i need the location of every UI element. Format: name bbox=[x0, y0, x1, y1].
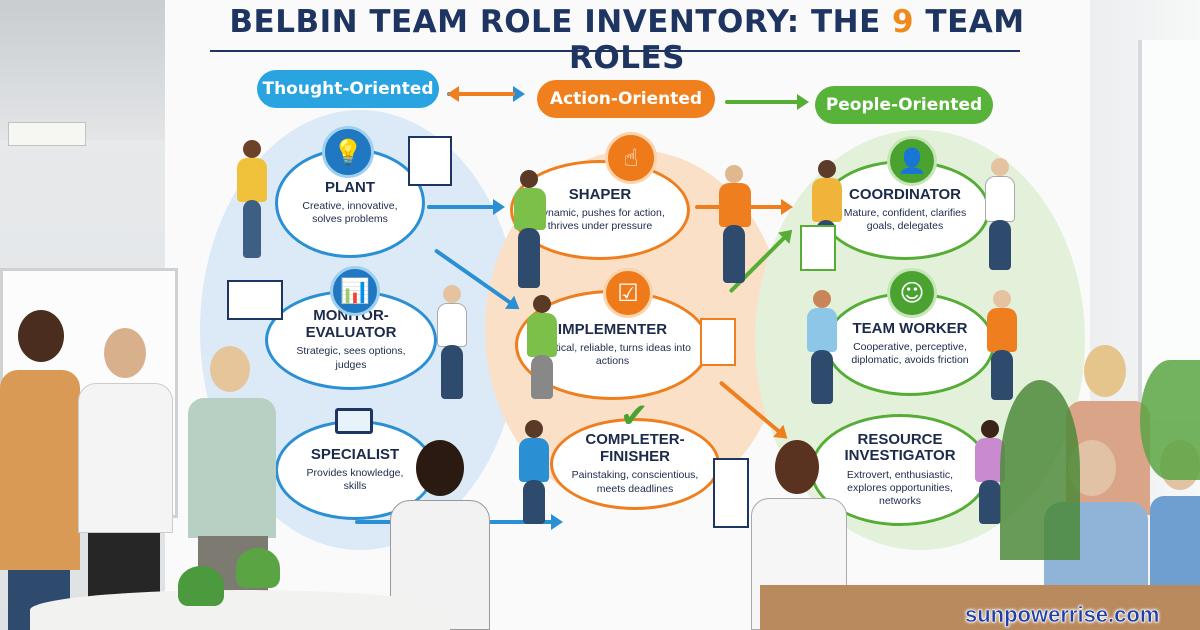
role-specialist-desc: Provides knowledge, skills bbox=[306, 467, 404, 493]
bar-chart-icon: 📊 bbox=[330, 266, 380, 316]
leader-icon: 👤 bbox=[887, 136, 937, 186]
person-pointing-icon: ☝ bbox=[605, 132, 657, 184]
role-teamworker-desc: Cooperative, perceptive, diplomatic, avo… bbox=[851, 341, 969, 367]
site-watermark: sunpowerrise.com bbox=[965, 602, 1160, 628]
round-table bbox=[30, 590, 450, 630]
role-plant-desc: Creative, innovative, solves problems bbox=[302, 200, 398, 226]
role-plant-name: PLANT bbox=[325, 178, 375, 196]
role-completer-desc: Painstaking, conscientious, meets deadli… bbox=[571, 469, 699, 495]
role-completer-name: COMPLETER-FINISHER bbox=[585, 431, 685, 465]
category-people-oriented: People-Oriented bbox=[815, 86, 993, 124]
laptop-icon bbox=[335, 408, 373, 434]
arrow-action-to-people bbox=[725, 94, 809, 110]
role-implementer-name: IMPLEMENTER bbox=[557, 320, 668, 338]
title-underline bbox=[210, 50, 1020, 52]
growth-chart-icon bbox=[227, 280, 283, 320]
role-investigator-desc: Extrovert, enthusiastic, explores opport… bbox=[846, 468, 954, 508]
chart-board-icon bbox=[408, 136, 452, 186]
arrow-plant-to-shaper bbox=[427, 199, 505, 215]
title-text-end: TEAM ROLES bbox=[569, 4, 1025, 76]
role-specialist-name: SPECIALIST bbox=[310, 445, 400, 463]
office-plant bbox=[1000, 380, 1080, 560]
role-coordinator-name: COORDINATOR bbox=[849, 185, 961, 203]
smiling-person-icon: ☺ bbox=[887, 268, 937, 318]
clipboard-icon bbox=[700, 318, 736, 366]
checklist-icon: ☑ bbox=[603, 268, 653, 318]
document-icon bbox=[800, 225, 836, 271]
role-monitor-desc: Strategic, sees options, judges bbox=[296, 345, 406, 371]
arrow-action-to-thought bbox=[455, 92, 515, 96]
role-monitor-name: MONITOR-EVALUATOR bbox=[305, 307, 397, 341]
ceiling bbox=[0, 0, 165, 140]
office-plant-right bbox=[1140, 360, 1200, 480]
category-thought-oriented: Thought-Oriented bbox=[257, 70, 439, 108]
checklist-board-icon bbox=[713, 458, 749, 528]
role-teamworker-name: TEAM WORKER bbox=[852, 319, 968, 337]
belbin-mural: BELBIN TEAM ROLE INVENTORY: THE 9 TEAM R… bbox=[165, 0, 1090, 630]
lightbulb-icon: 💡 bbox=[322, 126, 374, 178]
role-completer-finisher: COMPLETER-FINISHER Painstaking, conscien… bbox=[550, 418, 720, 510]
role-coordinator-desc: Mature, confident, clarifies goals, dele… bbox=[843, 207, 967, 233]
title-text-start: BELBIN TEAM ROLE INVENTORY: THE bbox=[229, 4, 893, 40]
window bbox=[1138, 40, 1200, 420]
checkmark-icon: ✔ bbox=[620, 396, 649, 436]
role-resource-investigator: RESOURCE INVESTIGATOR Extrovert, enthusi… bbox=[810, 414, 990, 526]
potted-plant bbox=[236, 548, 280, 588]
ceiling-lamp bbox=[8, 122, 86, 146]
mural-title: BELBIN TEAM ROLE INVENTORY: THE 9 TEAM R… bbox=[227, 4, 1027, 76]
role-shaper-name: SHAPER bbox=[568, 185, 632, 203]
category-action-oriented: Action-Oriented bbox=[537, 80, 715, 118]
title-number: 9 bbox=[892, 4, 915, 40]
potted-plant bbox=[178, 566, 224, 606]
man-orange-shirt bbox=[0, 310, 80, 630]
role-investigator-name: RESOURCE INVESTIGATOR bbox=[844, 430, 956, 465]
role-shaper-desc: Dynamic, pushes for action, thrives unde… bbox=[535, 207, 665, 233]
role-implementer-desc: Practical, reliable, turns ideas into ac… bbox=[534, 342, 691, 368]
man-white-shirt bbox=[68, 328, 178, 630]
wooden-table bbox=[760, 585, 1200, 630]
